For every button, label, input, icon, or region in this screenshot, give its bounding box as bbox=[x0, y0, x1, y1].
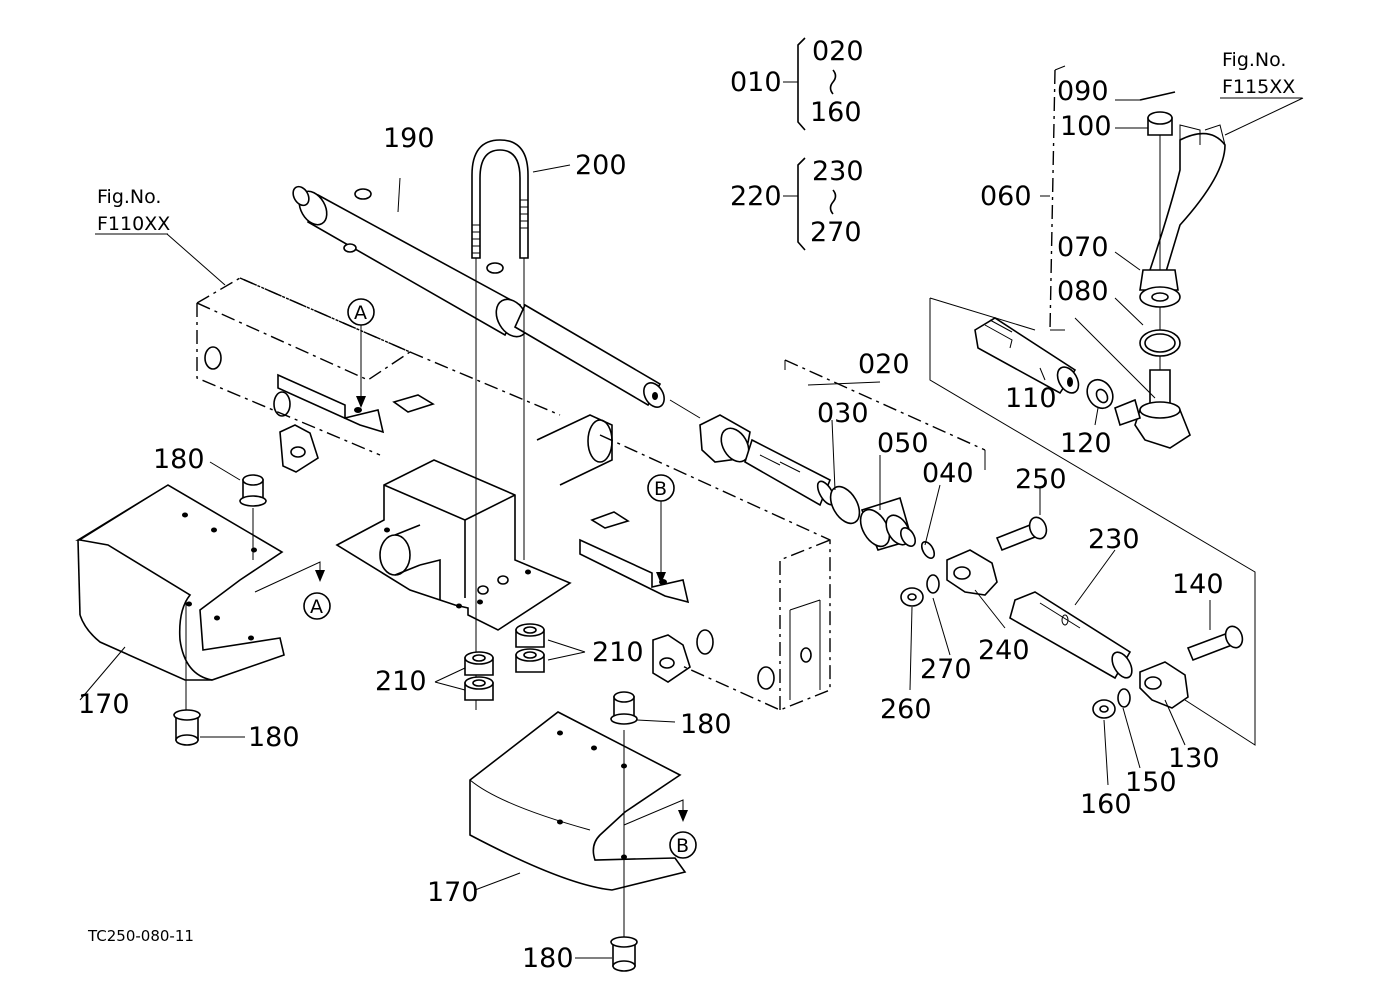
part-250: 250 bbox=[1015, 464, 1067, 495]
cylinder-mount-plate bbox=[335, 459, 572, 631]
part-270: 270 bbox=[920, 654, 972, 685]
assembly-brackets bbox=[783, 37, 837, 251]
part-140: 140 bbox=[1172, 569, 1224, 600]
assembly-010-from: 020 bbox=[812, 36, 864, 67]
part-230: 230 bbox=[1088, 524, 1140, 555]
cover-bottom bbox=[469, 711, 687, 940]
part-180-bottom-left: 180 bbox=[248, 722, 300, 753]
part-100: 100 bbox=[1060, 111, 1112, 142]
callout-B-top: B bbox=[654, 478, 667, 500]
fig-ref-left-line1: Fig.No. bbox=[97, 186, 161, 208]
part-210-right: 210 bbox=[592, 637, 644, 668]
nuts-210 bbox=[464, 623, 545, 701]
axle-frame bbox=[195, 277, 831, 711]
assembly-220-from: 230 bbox=[812, 156, 864, 187]
part-180-mid: 180 bbox=[680, 709, 732, 740]
part-210-left: 210 bbox=[375, 666, 427, 697]
part-080: 080 bbox=[1057, 276, 1109, 307]
part-060: 060 bbox=[980, 181, 1032, 212]
part-020: 020 bbox=[858, 349, 910, 380]
assembly-220-parent: 220 bbox=[730, 181, 782, 212]
part-170-left: 170 bbox=[78, 689, 130, 720]
figure-code: TC250-080-11 bbox=[87, 927, 194, 945]
part-150: 150 bbox=[1125, 767, 1177, 798]
leader-lines bbox=[79, 97, 1304, 959]
part-070: 070 bbox=[1057, 232, 1109, 263]
fig-ref-left-line2: F110XX bbox=[97, 213, 170, 235]
part-240: 240 bbox=[978, 635, 1030, 666]
bolts-180 bbox=[173, 474, 638, 972]
tie-rod-end bbox=[974, 65, 1226, 449]
part-160: 160 bbox=[1080, 789, 1132, 820]
part-260: 260 bbox=[880, 694, 932, 725]
tie-rod-assembly bbox=[699, 297, 1256, 746]
part-180-top-left: 180 bbox=[153, 444, 205, 475]
fig-ref-right-line2: F115XX bbox=[1222, 76, 1295, 98]
callout-B-bottom: B bbox=[676, 835, 689, 857]
part-190: 190 bbox=[383, 123, 435, 154]
part-090: 090 bbox=[1057, 76, 1109, 107]
callout-markers bbox=[254, 298, 697, 859]
assembly-010-to: 160 bbox=[810, 97, 862, 128]
fig-ref-right-line1: Fig.No. bbox=[1222, 49, 1286, 71]
part-170-bottom: 170 bbox=[427, 877, 479, 908]
part-180-bottom: 180 bbox=[522, 943, 574, 974]
assembly-010-parent: 010 bbox=[730, 67, 782, 98]
labels: A A B B Fig.No. F110XX Fig.No. F115XX 01… bbox=[78, 36, 1302, 974]
part-130: 130 bbox=[1168, 743, 1220, 774]
u-bolt bbox=[471, 139, 529, 710]
steering-cylinder bbox=[292, 185, 701, 419]
part-200: 200 bbox=[575, 150, 627, 181]
part-030: 030 bbox=[817, 398, 869, 429]
part-040: 040 bbox=[922, 458, 974, 489]
part-110: 110 bbox=[1005, 383, 1057, 414]
part-120: 120 bbox=[1060, 428, 1112, 459]
assembly-220-to: 270 bbox=[810, 217, 862, 248]
part-050: 050 bbox=[877, 428, 929, 459]
callout-A-top: A bbox=[354, 302, 367, 324]
callout-A-bottom: A bbox=[310, 596, 323, 618]
cover-left bbox=[75, 484, 285, 712]
